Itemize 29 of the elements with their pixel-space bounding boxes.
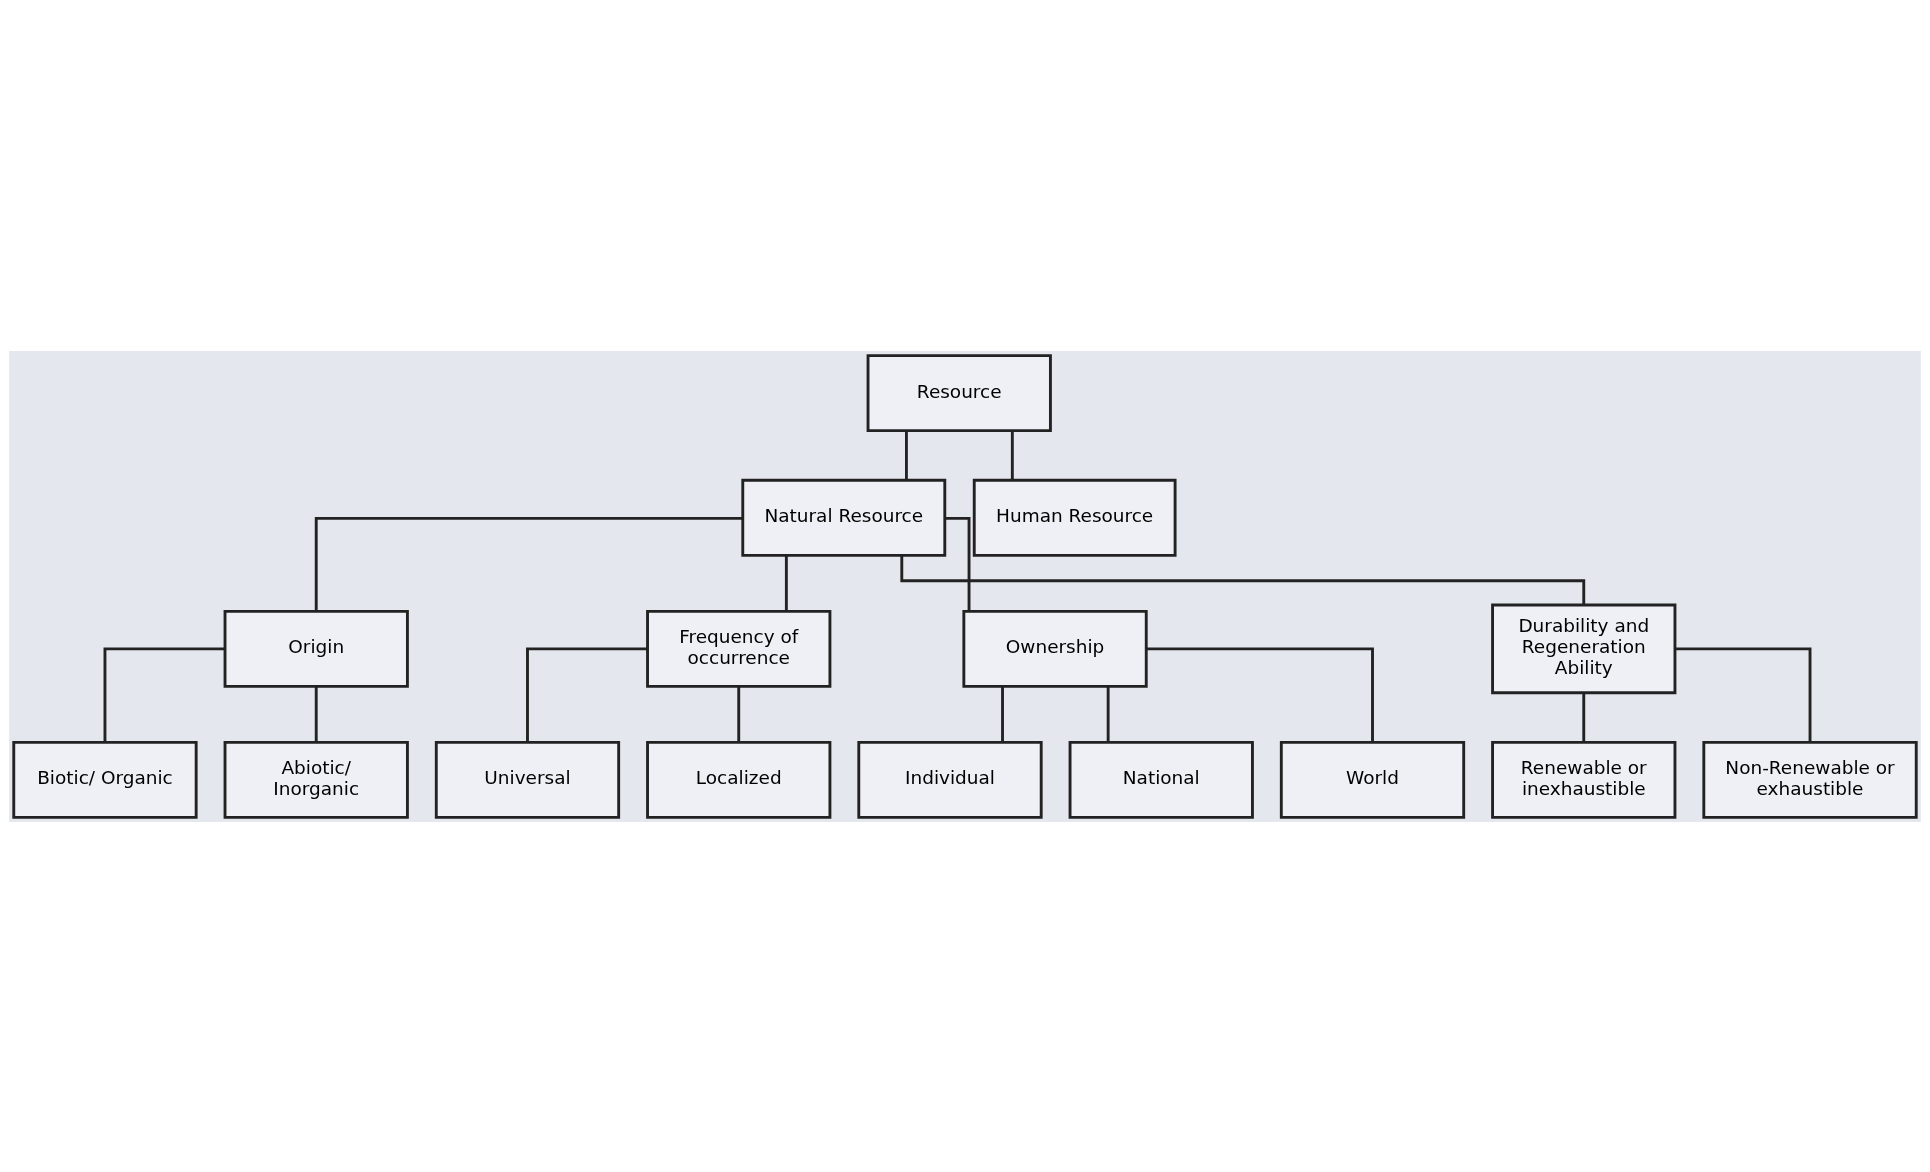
connector — [1146, 646, 1374, 742]
connector — [904, 430, 908, 480]
node-box: Durability and Regeneration Ability — [1491, 603, 1677, 694]
node-box: Origin — [223, 609, 409, 688]
node-box: Non-Renewable or exhaustible — [1702, 740, 1918, 819]
connector — [314, 685, 318, 742]
connector — [1001, 685, 1004, 742]
connector — [314, 516, 743, 611]
node-box: Ownership — [962, 609, 1148, 688]
node-box: Frequency of occurrence — [646, 609, 832, 688]
node-box: Abiotic/ Inorganic — [223, 740, 409, 819]
node-box: Localized — [646, 740, 832, 819]
node-box: World — [1279, 740, 1466, 819]
node-box: Biotic/ Organic — [12, 740, 198, 819]
node-box: Universal — [434, 740, 621, 819]
node-box: Human Resource — [972, 478, 1177, 557]
node-box: Renewable or inexhaustible — [1491, 740, 1677, 819]
connector — [526, 646, 648, 742]
node-box: National — [1068, 740, 1254, 819]
node-box: Individual — [857, 740, 1043, 819]
connector — [784, 554, 788, 611]
connector — [1675, 646, 1812, 742]
connector — [1010, 430, 1014, 480]
connector — [737, 685, 741, 742]
node-box: Natural Resource — [741, 478, 947, 557]
connector — [103, 646, 225, 742]
node-box: Resource — [866, 353, 1052, 432]
connector — [1106, 685, 1110, 742]
connector — [1582, 692, 1586, 742]
